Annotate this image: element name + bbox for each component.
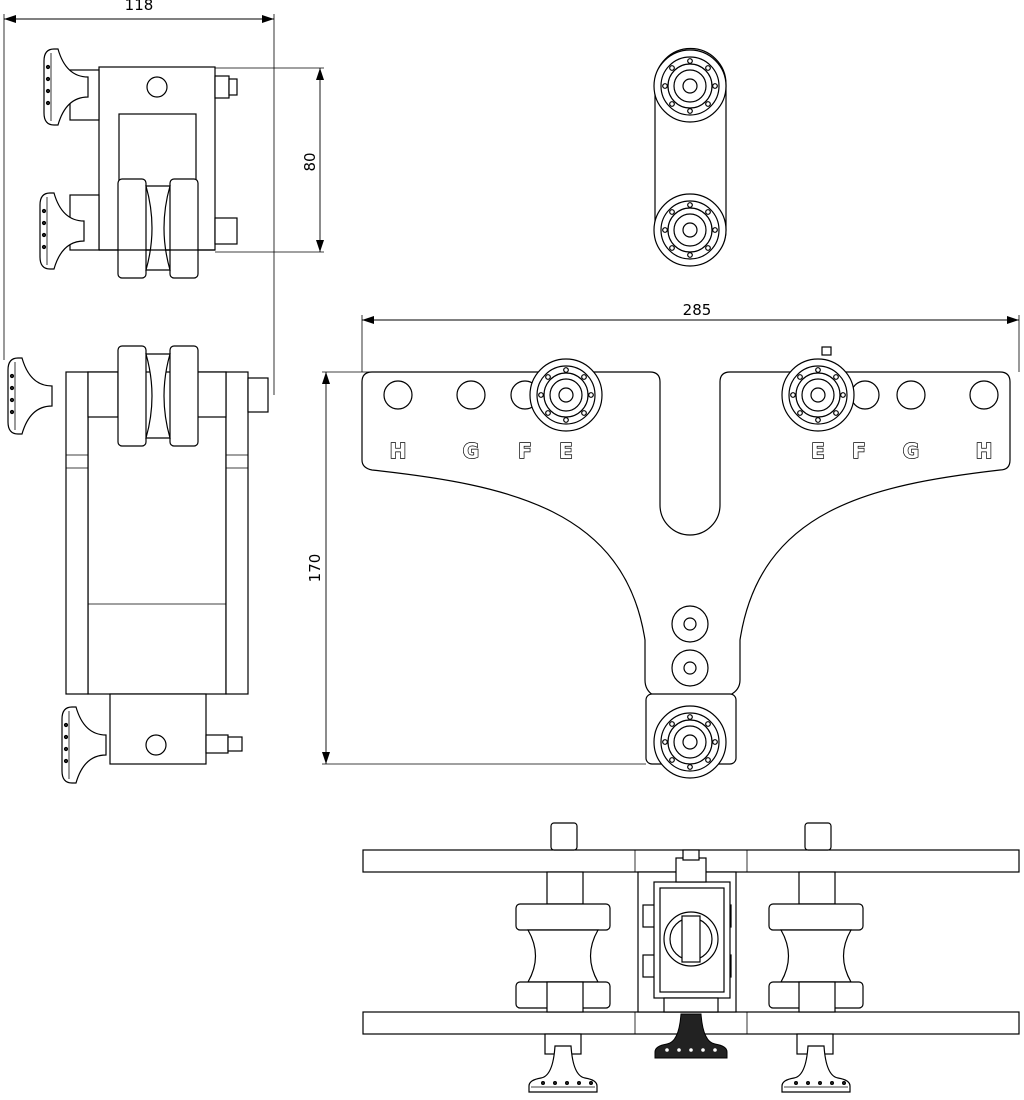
link-arm (653, 47, 727, 267)
plate-label-left-e: E (559, 439, 573, 463)
dimension-height-upper: 80 (301, 152, 319, 171)
top-left-view: 118 80 (3, 0, 324, 784)
plate-label-left-f: F (518, 439, 532, 463)
plate-label-right-e: E (811, 439, 825, 463)
dimension-width-plate: 285 (683, 301, 712, 319)
plate-label-right-g: G (903, 439, 919, 463)
bottom-view (362, 822, 1020, 1093)
plate-label-right-h: H (976, 439, 993, 463)
dimension-height-plate: 170 (306, 554, 324, 583)
plate-label-right-f: F (852, 439, 866, 463)
plate-label-left-h: H (390, 439, 407, 463)
plate-label-left-g: G (463, 439, 479, 463)
dimension-width-top: 118 (125, 0, 154, 14)
main-plate: H G F E E F G H 285 170 (306, 301, 1020, 779)
